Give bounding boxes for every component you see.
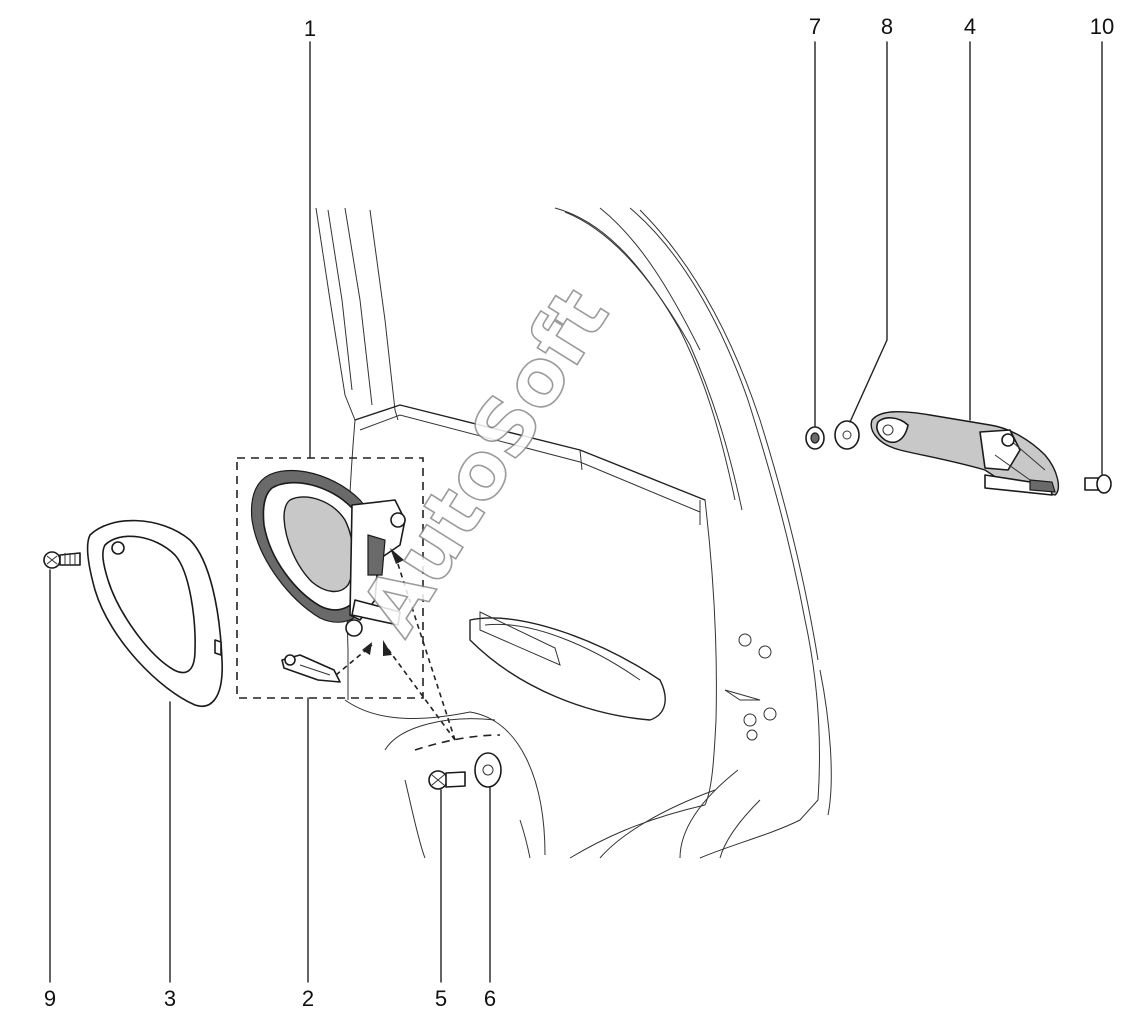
leader-8 <box>849 41 888 423</box>
callout-8: 8 <box>881 14 893 39</box>
callout-7: 7 <box>809 14 821 39</box>
handle-bezel <box>86 519 223 707</box>
callout-3: 3 <box>164 986 176 1011</box>
assembly-arrows <box>335 548 501 751</box>
washer-8 <box>834 420 860 450</box>
door-outline <box>315 207 832 859</box>
leader-lines <box>49 41 1103 983</box>
callout-5: 5 <box>435 986 447 1011</box>
bolt-10 <box>1084 474 1112 494</box>
nut-7 <box>805 426 825 450</box>
callout-2: 2 <box>302 986 314 1011</box>
assembly-box <box>236 457 424 699</box>
washer-6 <box>474 752 502 788</box>
callout-numbers: 1 2 3 4 5 6 7 8 9 10 <box>44 14 1114 1011</box>
callout-6: 6 <box>484 986 496 1011</box>
screw-5 <box>428 770 466 790</box>
inner-handle-assembly <box>250 469 406 637</box>
callout-4: 4 <box>964 14 976 39</box>
callout-1: 1 <box>304 16 316 41</box>
outer-handle <box>870 411 1060 496</box>
screw-9 <box>43 551 81 569</box>
clip-part <box>281 654 341 683</box>
callout-10: 10 <box>1090 14 1114 39</box>
callout-9: 9 <box>44 986 56 1011</box>
watermark: AutoSoft <box>345 274 627 651</box>
